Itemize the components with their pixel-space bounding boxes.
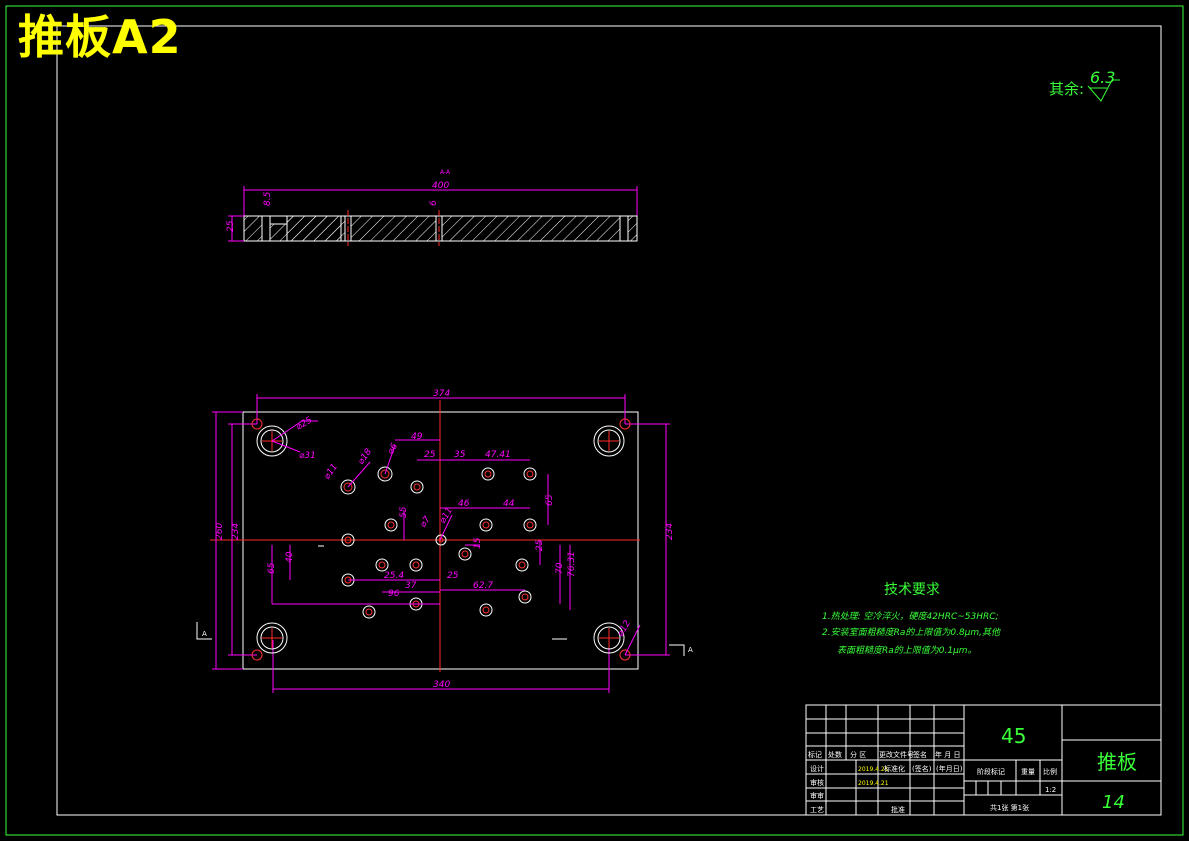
dim-dia12: ⌀12 — [616, 619, 633, 639]
dim-25a: 25 — [424, 450, 436, 460]
tb-scale-label: 比例 — [1043, 767, 1057, 776]
dim-260: 260 — [215, 523, 225, 540]
dim-55: 55 — [399, 506, 409, 518]
tb-row-sign: (签名) — [912, 764, 932, 773]
corner-holes — [251, 418, 631, 661]
section-thickness: 25 — [226, 220, 236, 232]
dim-340: 340 — [433, 680, 450, 690]
dim-65-left: 65 — [267, 562, 277, 574]
dim-dia25: ⌀25 — [295, 415, 315, 432]
dim-25-4: 25.4 — [384, 571, 404, 581]
tb-row-check: 审核 — [810, 778, 824, 787]
tb-material: 45 — [1001, 724, 1026, 748]
tb-scale: 1:2 — [1045, 786, 1056, 794]
dim-44: 44 — [503, 499, 515, 509]
tb-drawing-no: 14 — [1102, 792, 1125, 813]
tb-row-ymd: (年月日) — [936, 764, 963, 773]
dim-47-41: 47.41 — [485, 450, 511, 460]
tb-sheets: 共1张 第1张 — [990, 803, 1029, 812]
tb-header-1: 处数 — [828, 750, 842, 759]
tech-requirements: 技术要求 1.热处理: 空冷淬火，硬度42HRC~53HRC; 2.安装室面粗糙… — [822, 582, 1001, 656]
section-hole-dim: 6 — [429, 200, 439, 206]
roughness-value: 6.3 — [1090, 68, 1115, 87]
dim-65-right: 65 — [545, 494, 555, 506]
tb-part-name: 推板 — [1097, 750, 1137, 774]
dim-49: 49 — [411, 432, 423, 442]
dim-25b: 25 — [447, 571, 459, 581]
tb-row-design-date: 2019.4.21 — [858, 766, 889, 773]
drawing-title: 推板A2 — [18, 10, 182, 64]
plan-view: 374 340 260 234 234 — [196, 389, 693, 693]
section-counterbore: 8.5 — [263, 191, 273, 206]
tb-row-process: 工艺 — [810, 806, 824, 814]
outer-frame — [5, 5, 1184, 836]
dim-hole-dia-1: ⌀11 — [322, 462, 340, 482]
dim-25c: 25 — [535, 539, 545, 551]
section-length: 400 — [432, 181, 449, 191]
tech-heading: 技术要求 — [884, 582, 940, 598]
dim-hole-dia-2: ⌀18 — [356, 447, 374, 467]
dim-70: 70 — [555, 562, 565, 574]
inner-frame — [56, 25, 1162, 816]
dim-40: 40 — [285, 551, 295, 563]
roughness-label: 其余: — [1049, 80, 1084, 98]
tb-weight-label: 重量 — [1021, 768, 1035, 776]
interior-holes — [340, 466, 537, 619]
dim-37: 37 — [405, 581, 417, 591]
dim-dia31: ⌀31 — [299, 451, 316, 461]
dim-374: 374 — [433, 389, 450, 399]
tech-line-1: 1.热处理: 空冷淬火，硬度42HRC~53HRC; — [822, 611, 999, 622]
tb-header-2: 分 区 — [850, 750, 866, 759]
section-mark-right: A — [688, 646, 693, 654]
tb-header-4: 签名 — [913, 750, 927, 759]
tb-header-0: 标记 — [808, 750, 822, 759]
dim-96: 96 — [388, 589, 400, 599]
section-label: A-A — [440, 169, 451, 176]
section-mark-left: A — [202, 630, 207, 638]
tech-line-2: 2.安装室面粗糙度Ra的上限值为0.8μm,其他 — [822, 627, 1001, 638]
tb-header-5: 年 月 日 — [935, 750, 960, 759]
dim-82-7: 62.7 — [473, 581, 493, 591]
dim-35: 35 — [454, 450, 466, 460]
dim-15: 15 — [473, 537, 483, 549]
dim-hole-dia-5: ⌀11 — [438, 506, 455, 526]
title-block: 标记 处数 分 区 更改文件号 签名 年 月 日 设计 2019.4.21 标准… — [805, 704, 1162, 816]
roughness-symbol: 其余: 6.3 — [1049, 68, 1120, 102]
tb-stage-label: 阶段标记 — [977, 767, 1005, 776]
dim-234-right: 234 — [665, 523, 675, 540]
tb-row-standard: 标准化 — [884, 764, 905, 773]
tech-line-3: 表面粗糙度Ra的上限值为0.1μm。 — [837, 645, 977, 656]
dim-hole-dia-4: ⌀7 — [418, 515, 433, 530]
dimension-lines — [271, 420, 641, 656]
tb-row-review: 审审 — [810, 791, 824, 800]
dim-hole-dia-3: ⌀6 — [386, 442, 400, 457]
tb-header-3: 更改文件号 — [879, 750, 914, 759]
tb-row-design: 设计 — [810, 764, 824, 773]
dim-46: 46 — [458, 499, 470, 509]
tb-row-check-date: 2019.4.21 — [858, 780, 889, 787]
dim-76-31: 76.31 — [567, 551, 577, 577]
dim-234-left: 234 — [231, 523, 241, 540]
section-view: A-A 400 25 8.5 6 — [226, 169, 638, 246]
tb-row-approve: 批准 — [891, 805, 905, 814]
